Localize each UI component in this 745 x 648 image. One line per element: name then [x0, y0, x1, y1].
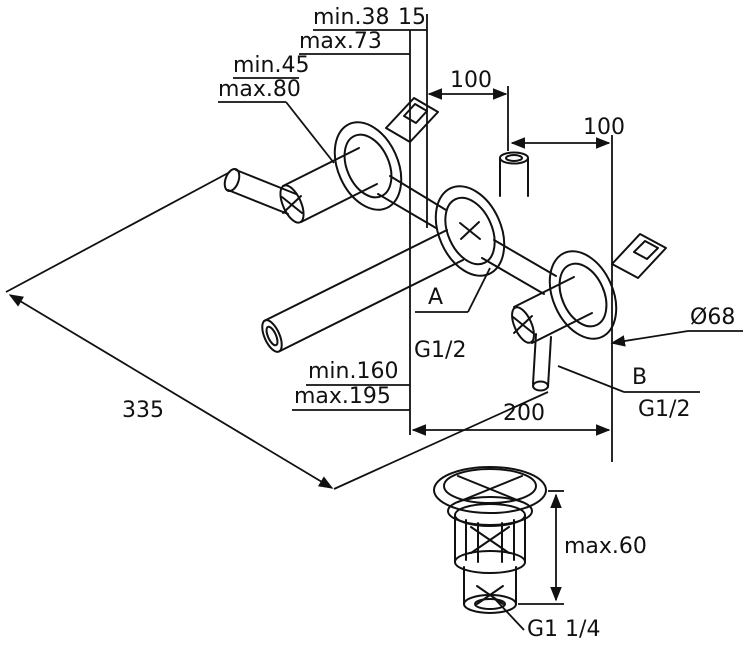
- label-outlet-b: B: [632, 365, 647, 390]
- pop-up-waste: [433, 466, 547, 614]
- label-pitch-left: 100: [450, 68, 492, 93]
- label-depth-min: min.38: [313, 5, 389, 30]
- label-overall-length: 335: [122, 398, 164, 423]
- dimension-lines: [5, 14, 743, 631]
- drain-tail: [463, 566, 517, 614]
- label-depth-max: max.73: [299, 29, 382, 54]
- label-wall-offset: 15: [398, 5, 426, 30]
- spout-unit: [261, 185, 506, 353]
- label-outlet-b-thread: G1/2: [638, 397, 690, 422]
- left-valve: [223, 121, 403, 224]
- wall-bracket-right: [611, 233, 667, 279]
- label-pitch-right: 100: [583, 115, 625, 140]
- label-spout-min: min.160: [308, 359, 398, 384]
- label-outlet-a-thread: G1/2: [414, 338, 466, 363]
- right-valve: [511, 250, 618, 392]
- label-center-distance: 200: [503, 401, 545, 426]
- label-handle-min: min.45: [233, 53, 309, 78]
- label-escutcheon-diameter: Ø68: [690, 305, 735, 330]
- label-waste-thread: G1 1/4: [527, 617, 600, 642]
- label-spout-max: max.195: [294, 384, 391, 409]
- manifold-pipes: [377, 175, 557, 295]
- dimension-labels: min.38 15 max.73 min.45 max.80 100 100 A…: [122, 5, 735, 642]
- drain-cap: [433, 466, 547, 526]
- wall-bracket-left: [385, 97, 439, 143]
- label-outlet-a: A: [428, 285, 443, 310]
- label-handle-max: max.80: [218, 77, 301, 102]
- label-waste-height: max.60: [564, 534, 647, 559]
- drain-body: [454, 503, 526, 574]
- inlet-connection: [499, 151, 529, 197]
- faucet-assembly: [223, 97, 667, 392]
